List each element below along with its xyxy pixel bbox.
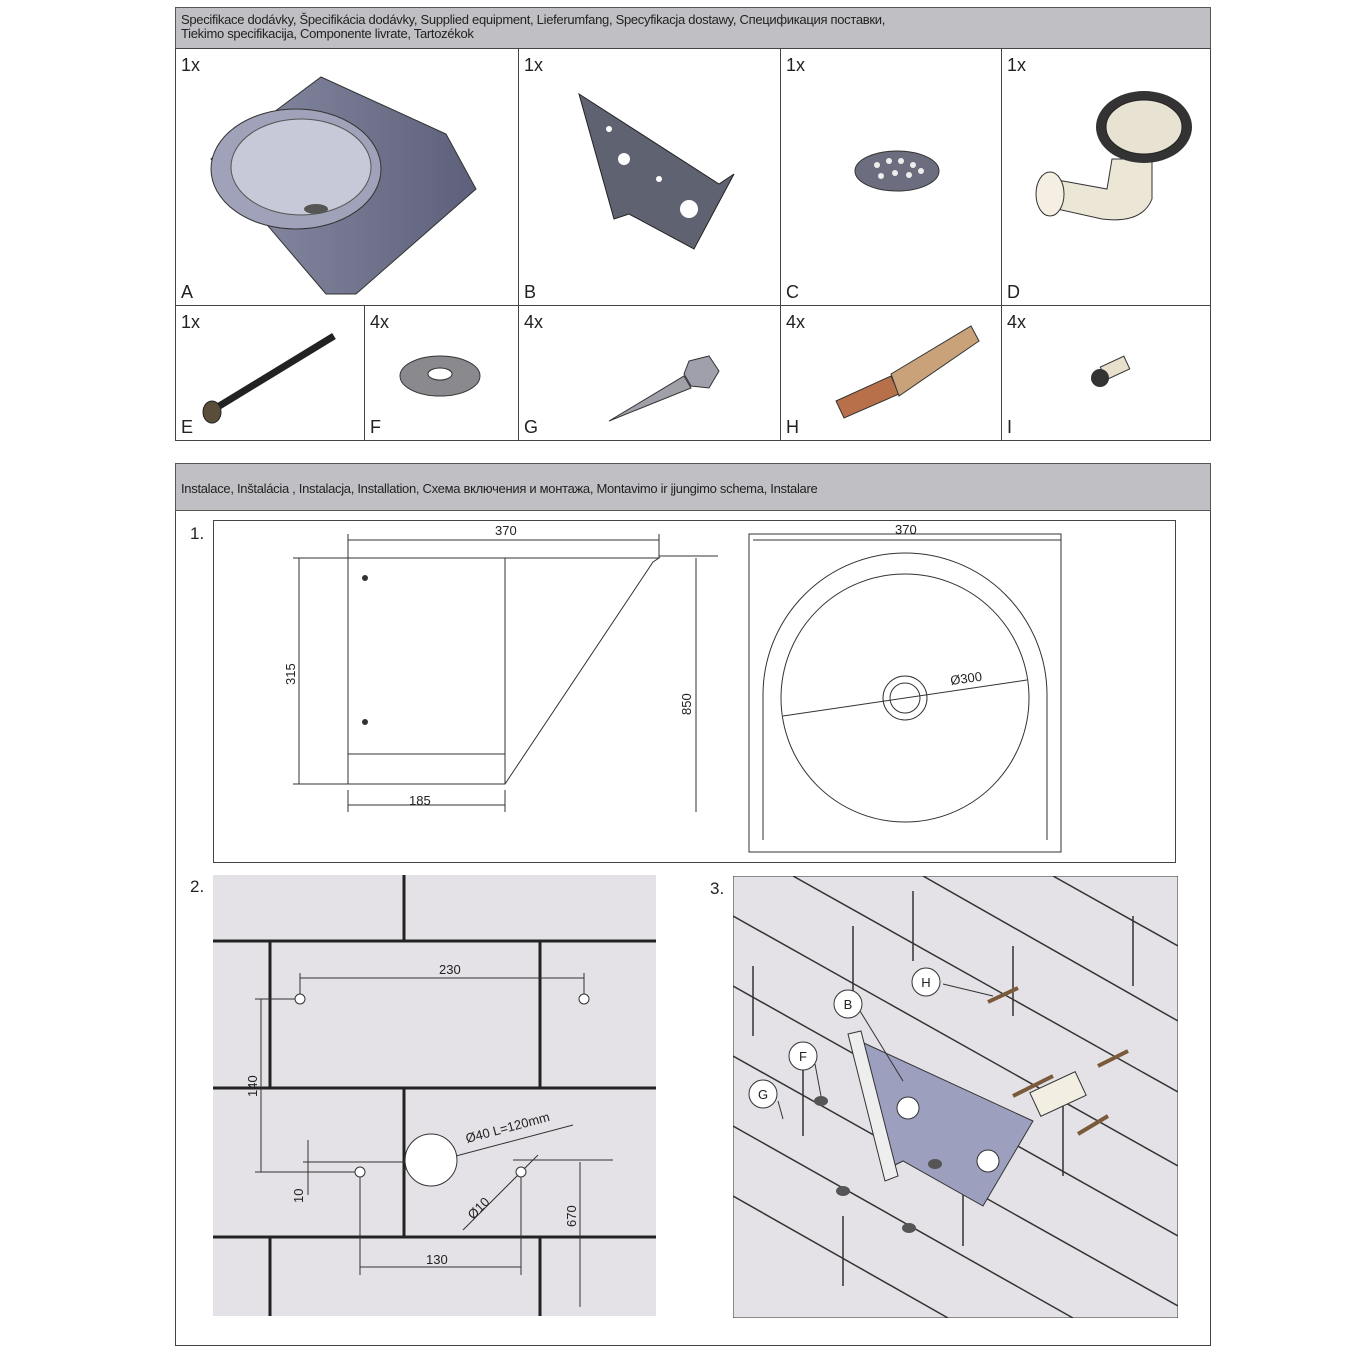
dim-depth: 185 [409, 793, 431, 808]
item-letter: H [786, 417, 799, 437]
item-cell-d: 1x D [1001, 48, 1211, 306]
dim-width-plan: 370 [895, 522, 917, 537]
small-screw-icon [1091, 355, 1131, 387]
dim-total-height: 850 [679, 693, 694, 715]
item-cell-e: 1x E [175, 305, 365, 441]
bolt-icon [202, 333, 336, 424]
siphon-trap-icon [1035, 91, 1192, 221]
supplied-title-line2: Tiekimo specifikacija, Componente livrat… [181, 26, 474, 41]
item-cell-f: 4x F [364, 305, 519, 441]
wall-drilling-drawing: 230 140 10 130 670 Ø40 L=120mm Ø10 [213, 875, 656, 1316]
item-cell-h: 4x H [780, 305, 1002, 441]
item-cell-g: 4x G [518, 305, 781, 441]
wall-plug-icon [835, 325, 980, 419]
item-letter: A [181, 282, 194, 302]
callout-g: G [758, 1087, 768, 1102]
item-cell-b: 1x B [518, 48, 781, 306]
item-letter: C [786, 282, 799, 302]
item-letter: G [524, 417, 539, 437]
step-number: 2. [190, 877, 205, 896]
callout-h: H [921, 975, 930, 990]
screw-icon [608, 355, 720, 422]
dim-hole-spacing-top: 230 [439, 962, 461, 977]
dim-vertical: 140 [245, 1075, 260, 1097]
step-number: 3. [710, 879, 725, 898]
supplied-title-line1: Specifikace dodávky, Špecifikácia dodávk… [181, 12, 886, 27]
dim-hole-spacing-bottom: 130 [426, 1252, 448, 1267]
quantity: 4x [1007, 312, 1027, 332]
quantity: 4x [370, 312, 390, 332]
item-letter: B [524, 282, 537, 302]
item-cell-a: 1x A [175, 48, 519, 306]
drain-strainer-icon [854, 150, 940, 192]
quantity: 1x [786, 55, 806, 75]
dim-height: 315 [283, 663, 298, 685]
item-letter: I [1007, 417, 1013, 437]
installation-header: Instalace, Inštalácia , Instalacja, Inst… [175, 463, 1211, 511]
dim-bowl-diameter: Ø300 [949, 669, 983, 688]
dim-width: 370 [495, 523, 517, 538]
item-letter: E [181, 417, 194, 437]
installation-title: Instalace, Inštalácia , Instalacja, Inst… [181, 481, 818, 496]
item-letter: F [370, 417, 381, 437]
item-cell-i: 4x I [1001, 305, 1211, 441]
dimension-drawing-1: 370 315 850 185 370 Ø300 [213, 520, 1176, 863]
quantity: 1x [181, 55, 201, 75]
callout-b: B [844, 997, 853, 1012]
step-number: 1. [190, 524, 205, 543]
washer-icon [399, 355, 481, 397]
callout-f: F [799, 1049, 807, 1064]
quantity: 1x [181, 312, 201, 332]
dim-height-floor: 670 [564, 1205, 579, 1227]
quantity: 4x [524, 312, 544, 332]
item-letter: D [1007, 282, 1020, 302]
quantity: 1x [524, 55, 544, 75]
quantity: 1x [1007, 55, 1027, 75]
item-cell-c: 1x C [780, 48, 1002, 306]
mounting-bracket-icon [578, 92, 735, 250]
dim-offset: 10 [291, 1189, 306, 1203]
supplied-equipment-header: Specifikace dodávky, Špecifikácia dodávk… [175, 7, 1211, 49]
assembly-drawing: H B F G [733, 876, 1178, 1318]
quantity: 4x [786, 312, 806, 332]
washbasin-icon [210, 76, 477, 295]
